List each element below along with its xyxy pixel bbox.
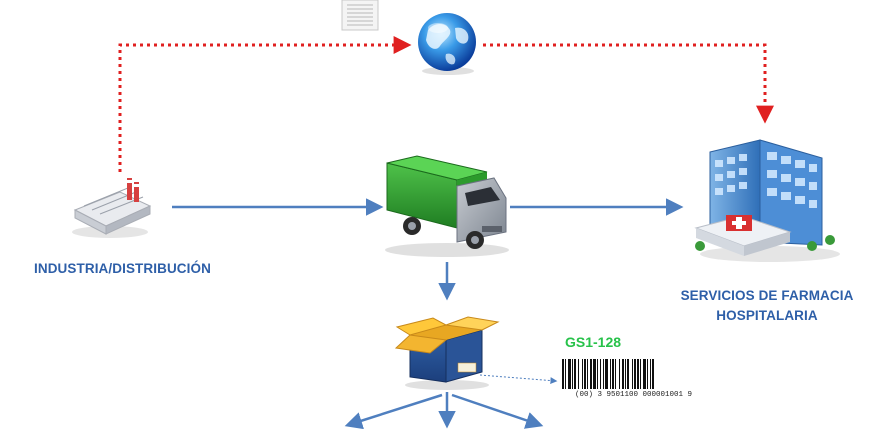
hospital-label-line2: HOSPITALARIA bbox=[716, 308, 818, 323]
truck-icon bbox=[385, 155, 509, 257]
barcode-icon bbox=[562, 359, 654, 389]
information-flow bbox=[118, 36, 774, 172]
globe-icon bbox=[418, 13, 476, 75]
factory-icon bbox=[72, 178, 152, 238]
gs1-128-label: GS1-128 bbox=[565, 334, 622, 350]
hospital-pharmacy-label: SERVICIOS DE FARMACIA HOSPITALARIA bbox=[652, 286, 882, 326]
industry-label: INDUSTRIA/DISTRIBUCIÓN bbox=[34, 261, 211, 276]
box-icon bbox=[394, 316, 500, 390]
hospital-label-line1: SERVICIOS DE FARMACIA bbox=[680, 288, 854, 303]
hospital-icon bbox=[694, 139, 840, 262]
document-icon bbox=[341, 0, 379, 31]
physical-flow bbox=[172, 198, 684, 430]
barcode-number: (00) 3 9501100 000001001 9 bbox=[575, 391, 693, 399]
